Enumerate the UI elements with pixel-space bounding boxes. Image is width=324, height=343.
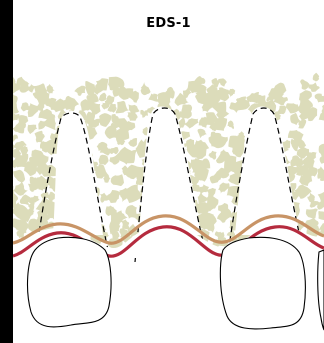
bone-trabecula [184, 118, 199, 128]
bone-trabecula [85, 81, 96, 95]
bone-trabecula [106, 190, 121, 203]
figure-panel: EDS-1 [13, 0, 324, 343]
bone-trabecula [199, 118, 209, 128]
bone-trabecula [109, 220, 120, 234]
bone-trabecula [318, 211, 324, 220]
bone-trabecula [28, 84, 36, 92]
bone-trabecula [127, 112, 137, 121]
bone-trabecula [319, 144, 324, 158]
tooth-crown-2 [220, 237, 305, 329]
bone-trabecula [128, 138, 137, 147]
bone-trabecula [28, 196, 40, 204]
bone-trabecula [13, 121, 26, 133]
bone-trabecula [116, 101, 129, 113]
bone-trabecula [179, 111, 192, 119]
tooth-crown-1 [28, 237, 112, 327]
bone-trabecula [228, 121, 235, 130]
bone-trabecula [309, 82, 320, 91]
bone-trabecula [315, 93, 324, 102]
bone-trabecula [110, 147, 119, 154]
bone-trabecula [198, 129, 207, 139]
bone-trabecula [46, 84, 55, 94]
bone-trabecula [208, 151, 216, 160]
bone-trabecula [148, 94, 158, 102]
bone-trabecula [111, 174, 124, 186]
bone-trabecula [99, 93, 107, 102]
bone-trabecula [207, 194, 219, 211]
bone-trabecula [140, 110, 148, 118]
bone-trabecula [126, 121, 136, 131]
dental-diagram [13, 0, 324, 343]
bone-trabecula [199, 184, 209, 193]
bone-trabecula [215, 231, 225, 238]
bone-trabecula [319, 112, 324, 122]
bone-trabecula [141, 82, 151, 95]
bone-trabecula [298, 139, 306, 149]
tooth-crown-3-partial [318, 250, 324, 330]
bone-trabecula [42, 118, 56, 131]
bone-trabecula [306, 208, 318, 218]
bone-trabecula [300, 79, 310, 89]
bone-trabecula [214, 117, 228, 131]
bone-trabecula [13, 135, 18, 142]
bone-trabecula [35, 131, 45, 143]
bone-trabecula [305, 108, 317, 121]
bone-trabecula [313, 73, 320, 82]
bone-trabecula [74, 86, 85, 96]
bone-trabecula [13, 182, 28, 196]
bone-trabecula [99, 155, 109, 165]
bone-trabecula [13, 170, 25, 183]
bone-trabecula [210, 172, 221, 184]
